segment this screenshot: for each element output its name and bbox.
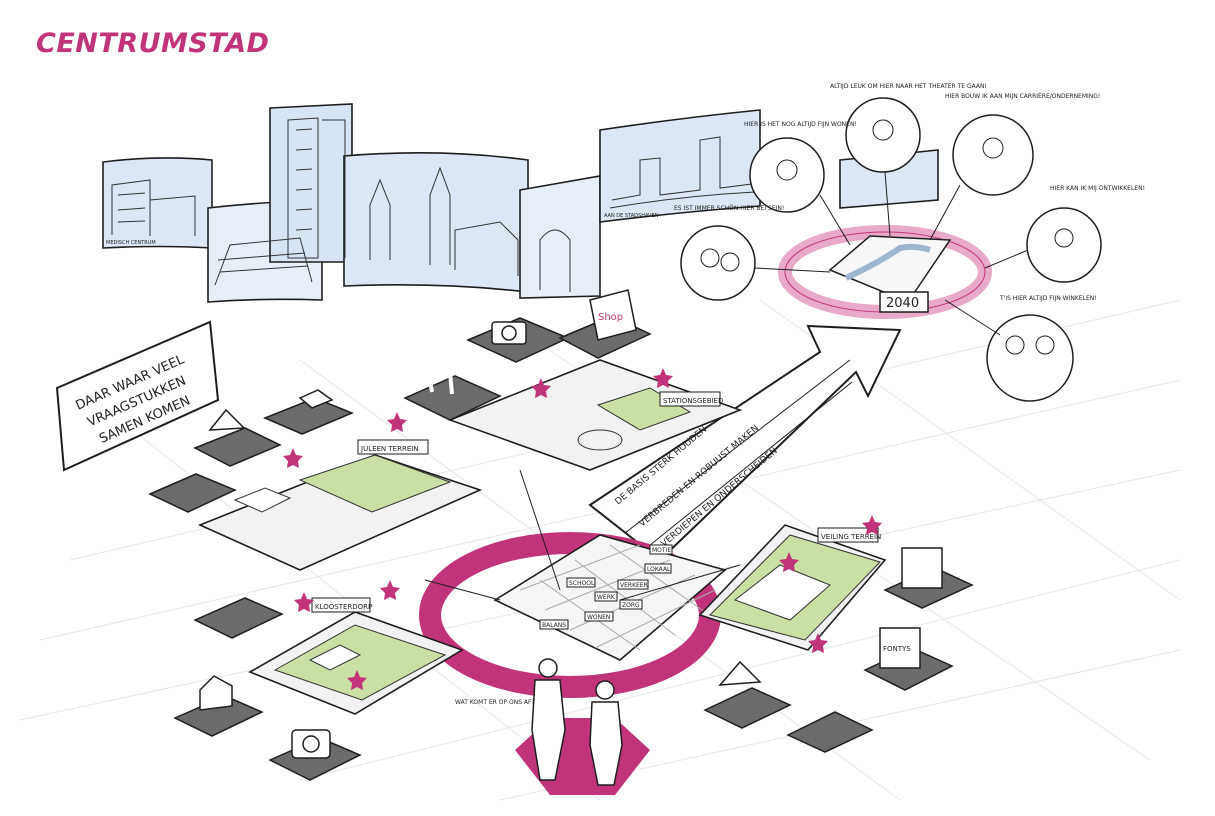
- label-stationsgebied: STATIONSGEBIED: [663, 397, 723, 405]
- small-boxes-bottom-left: [173, 597, 362, 781]
- hub-tag-1: MOTIE: [652, 547, 671, 554]
- label-kloosterdorp: KLOOSTERDORP: [315, 603, 372, 611]
- vision-2040-ring: 2040: [778, 225, 992, 319]
- hub-tag-8: WONEN: [587, 614, 610, 621]
- area-veiling-terrein: VEILING TERREIN: [698, 524, 887, 651]
- panel-statue: [519, 175, 601, 299]
- box-drinks: [403, 375, 502, 421]
- hub-tag-2: LOKAAL: [647, 566, 671, 573]
- quote-schon: ES IST IMMER SCHÖN HIER BEI SEIN!: [674, 205, 784, 212]
- accent-stars: [283, 368, 882, 690]
- quote-theater: ALTIJD LEUK OM HIER NAAR HET THEATER TE …: [830, 83, 987, 90]
- label-veiling-terrein: VEILING TERREIN: [821, 533, 881, 541]
- area-kloosterdorp: KLOOSTERDORP: [248, 597, 464, 715]
- quote-circle-ontwikkelen: [1026, 207, 1102, 283]
- year-box: [879, 291, 929, 313]
- quote-wat-komt: WAT KOMT ER OP ONS AF?: [455, 699, 535, 706]
- area-stationsgebied: STATIONSGEBIED: [447, 359, 743, 471]
- hub-tag-5: WERK: [597, 594, 616, 601]
- label-shop: Shop: [598, 312, 623, 323]
- panel-medisch-centrum: [102, 157, 213, 249]
- quote-circle-theater: [845, 97, 921, 173]
- viewer-pedestal: [515, 658, 650, 795]
- area-juleen-terrein: JULEEN TERREIN: [197, 439, 483, 571]
- quote-circle-wonen: [749, 137, 825, 213]
- label-juleen-terrein: JULEEN TERREIN: [360, 445, 419, 453]
- panel-highrise: [269, 103, 353, 263]
- quote-circle-carriere: [952, 114, 1034, 196]
- panel-caption-medisch: MEDISCH CENTRUM: [106, 240, 156, 246]
- hub-tag-6: ZORG: [622, 602, 640, 609]
- panorama-panels: [102, 103, 939, 303]
- hub-tag-3: VERKEER: [620, 582, 648, 589]
- small-boxes-right: FONTYS: [703, 547, 974, 753]
- page-title: CENTRUMSTAD: [36, 28, 270, 59]
- quote-circle-winkelen: [986, 314, 1074, 402]
- target-year: 2040: [886, 296, 919, 311]
- quote-carriere: HIER BOUW IK AAN MIJN CARRIÈRE/ONDERNEMI…: [945, 92, 1100, 100]
- quote-winkelen: T'IS HIER ALTIJD FIJN WINKELEN!: [999, 295, 1097, 302]
- hub-tag-4: SCHOOL: [569, 580, 595, 587]
- quote-ontwikkelen: HIER KAN IK MIJ ONTWIKKELEN!: [1050, 185, 1145, 192]
- small-boxes-left: [148, 389, 354, 513]
- quote-wonen: HIER IS HET NOG ALTIJD FIJN WONEN!: [744, 121, 857, 128]
- hub-tag-7: BALANS: [542, 622, 566, 629]
- resident-quotes: [680, 97, 1102, 402]
- panel-building-sketches: [111, 117, 756, 292]
- label-fontys: FONTYS: [883, 645, 911, 653]
- context-boxes: Shop: [403, 289, 652, 421]
- panel-caption-stadshaven: AAN DE STADSHAVEN: [604, 213, 659, 219]
